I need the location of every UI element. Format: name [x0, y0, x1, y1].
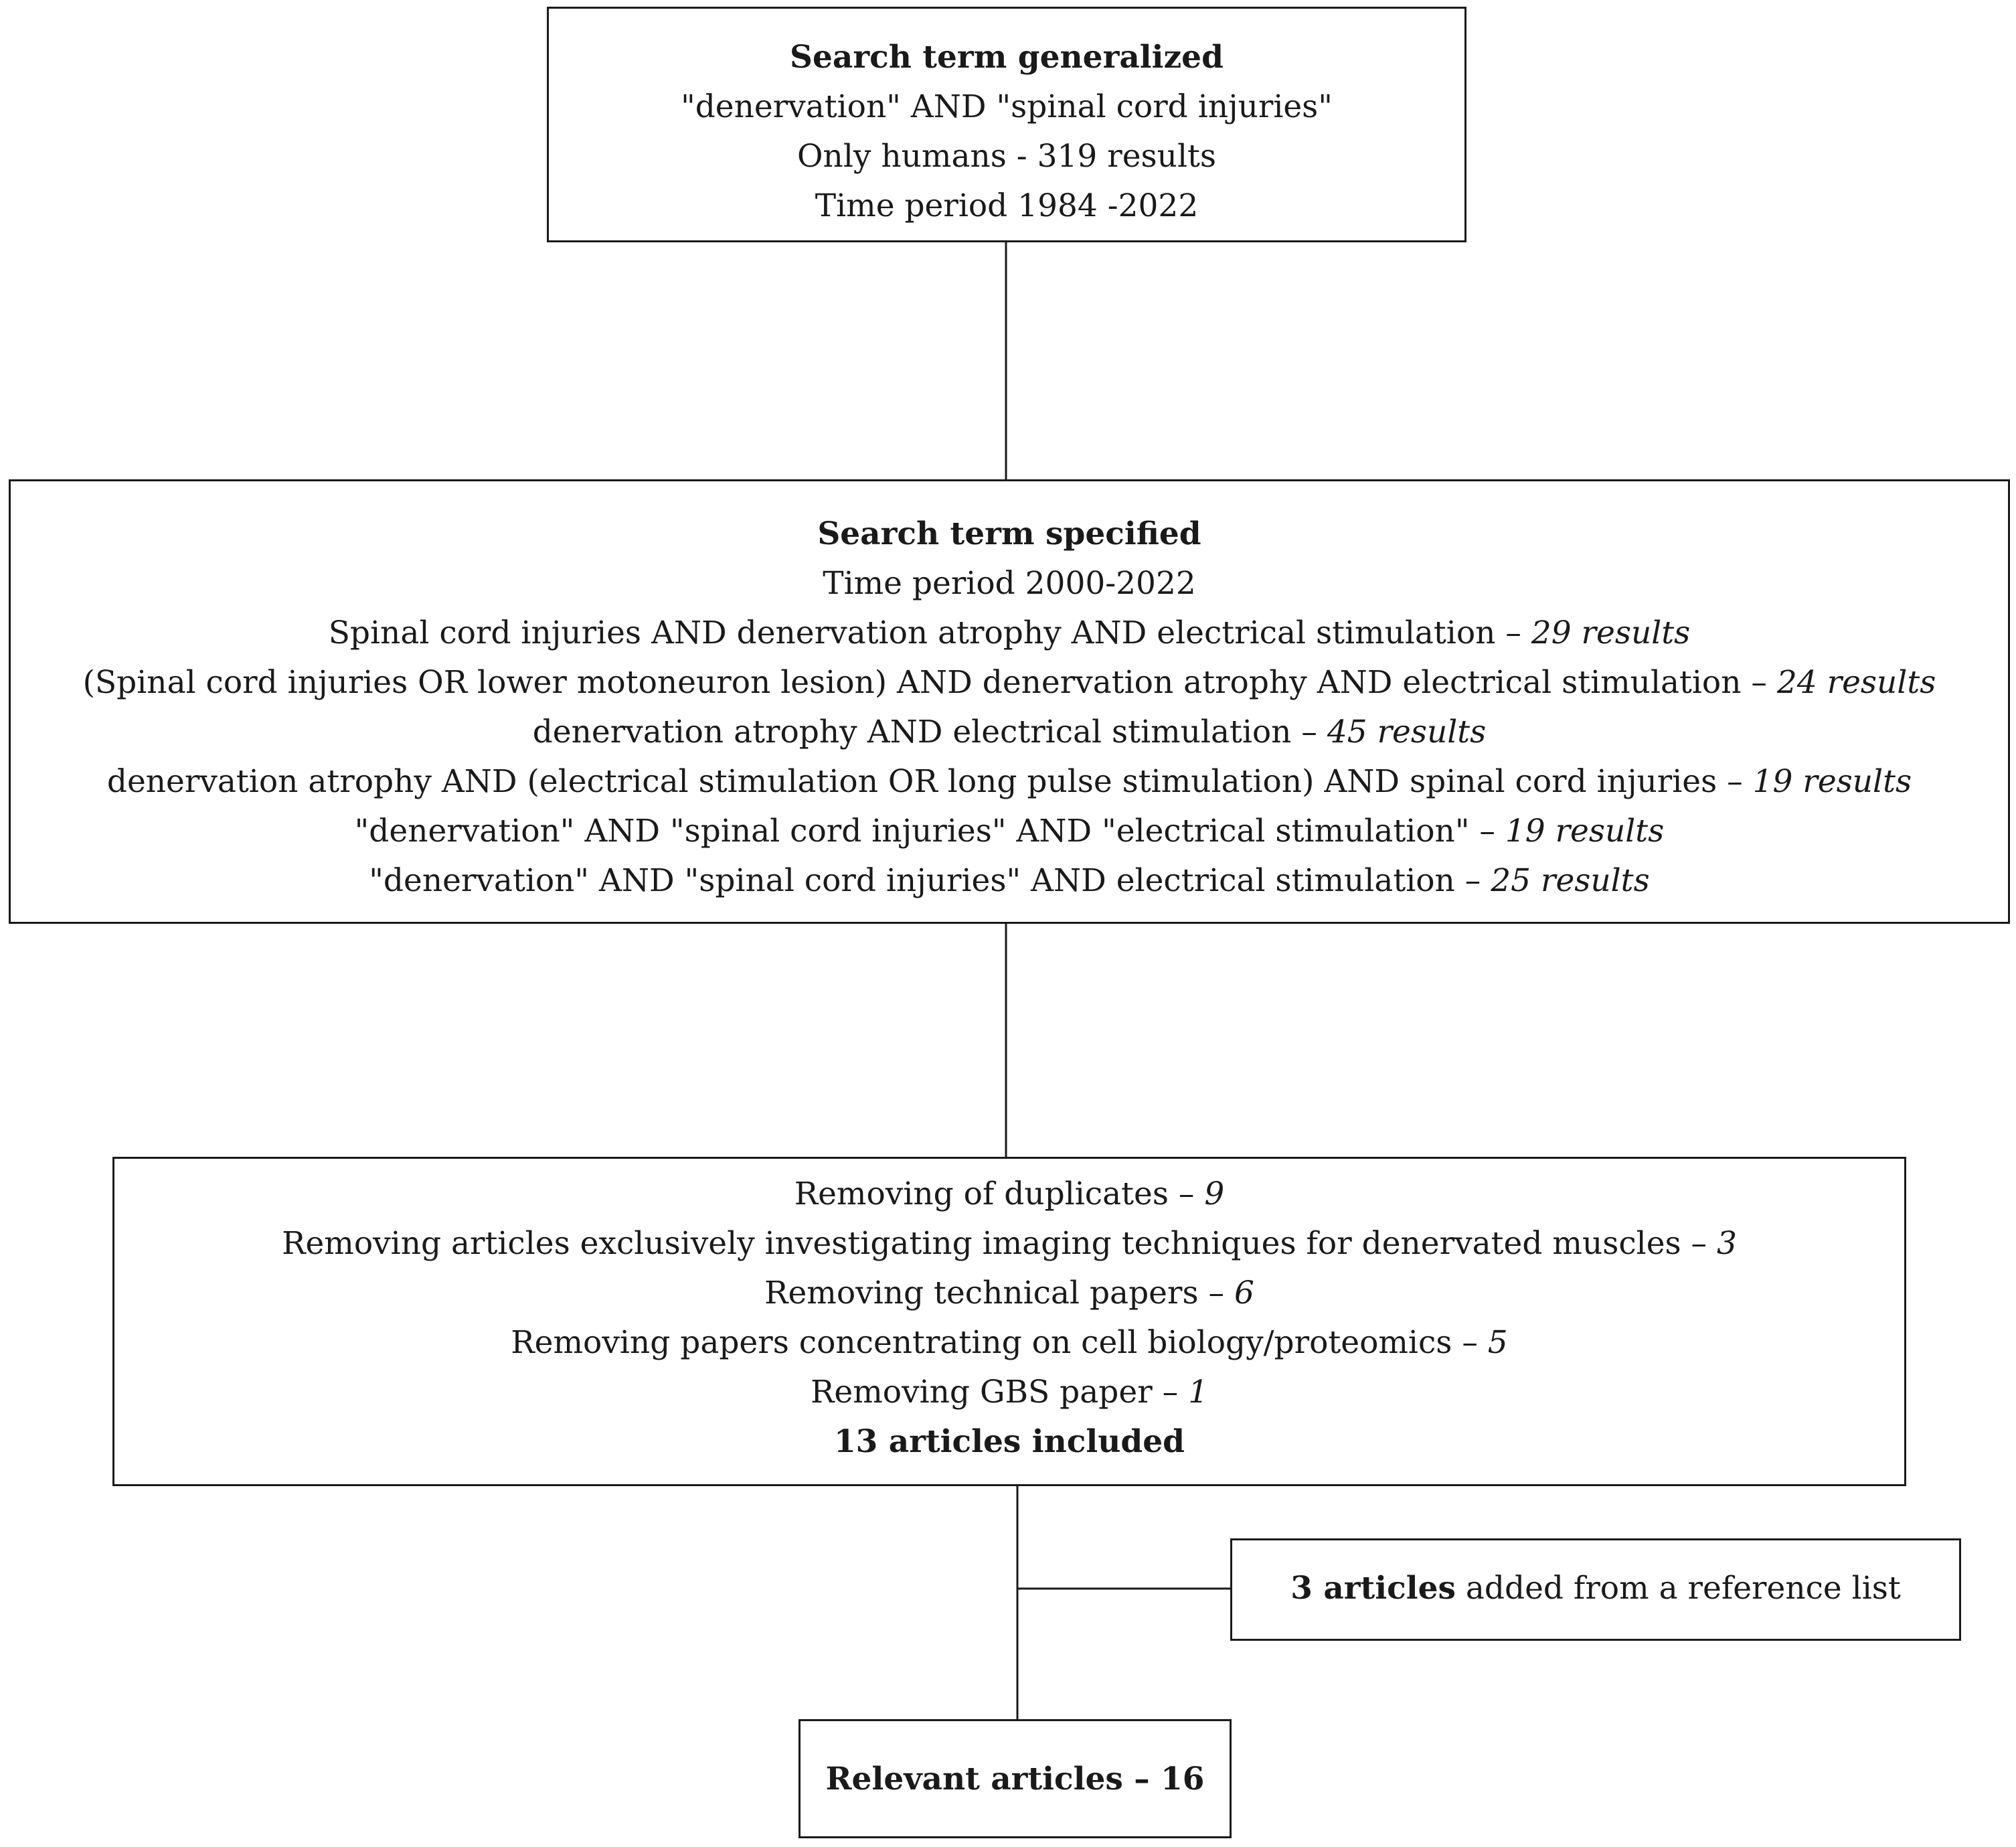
exclusion-count: 1	[1188, 1374, 1208, 1411]
exclusion-count: 9	[1204, 1176, 1225, 1212]
generalized-filter: Only humans - 319 results	[797, 138, 1216, 175]
box-search-term-specified: Search term specified Time period 2000-2…	[9, 479, 2010, 924]
exclusion-count: 3	[1717, 1225, 1737, 1262]
generalized-query: "denervation" AND "spinal cord injuries"	[681, 88, 1333, 125]
added-articles-text: 3 articles added from a reference list	[1290, 1570, 1901, 1607]
query-row: "denervation" AND "spinal cord injuries"…	[354, 813, 1665, 850]
exclusion-row: Removing technical papers – 6	[764, 1275, 1254, 1311]
exclusions-total: 13 articles included	[833, 1423, 1185, 1460]
query-count: 45 results	[1327, 714, 1487, 750]
box-relevant-articles: Relevant articles – 16	[799, 1719, 1232, 1838]
query-row: denervation atrophy AND (electrical stim…	[106, 763, 1912, 800]
box-exclusions: Removing of duplicates – 9 Removing arti…	[112, 1157, 1906, 1486]
query-count: 24 results	[1776, 664, 1936, 701]
relevant-articles-label: Relevant articles – 16	[825, 1761, 1205, 1797]
query-row: "denervation" AND "spinal cord injuries"…	[369, 862, 1650, 899]
exclusion-row: Removing articles exclusively investigat…	[282, 1225, 1737, 1262]
query-count: 25 results	[1491, 862, 1650, 899]
box-search-term-generalized: Search term generalized "denervation" AN…	[547, 7, 1466, 242]
query-count: 19 results	[1505, 813, 1665, 850]
exclusion-row: Removing GBS paper – 1	[811, 1374, 1208, 1411]
specified-period: Time period 2000-2022	[823, 565, 1196, 602]
query-row: (Spinal cord injuries OR lower motoneuro…	[82, 664, 1936, 701]
query-row: denervation atrophy AND electrical stimu…	[532, 714, 1487, 750]
generalized-title: Search term generalized	[790, 39, 1224, 76]
box-added-articles: 3 articles added from a reference list	[1230, 1538, 1961, 1641]
exclusion-row: Removing of duplicates – 9	[794, 1176, 1225, 1212]
query-row: Spinal cord injuries AND denervation atr…	[328, 615, 1691, 651]
query-count: 19 results	[1752, 763, 1912, 800]
added-articles-count: 3 articles	[1290, 1570, 1456, 1607]
exclusion-row: Removing papers concentrating on cell bi…	[511, 1324, 1508, 1361]
generalized-period: Time period 1984 -2022	[815, 187, 1199, 224]
exclusion-count: 6	[1234, 1275, 1254, 1311]
query-count: 29 results	[1531, 615, 1691, 651]
exclusion-count: 5	[1487, 1324, 1508, 1361]
specified-title: Search term specified	[817, 515, 1201, 552]
